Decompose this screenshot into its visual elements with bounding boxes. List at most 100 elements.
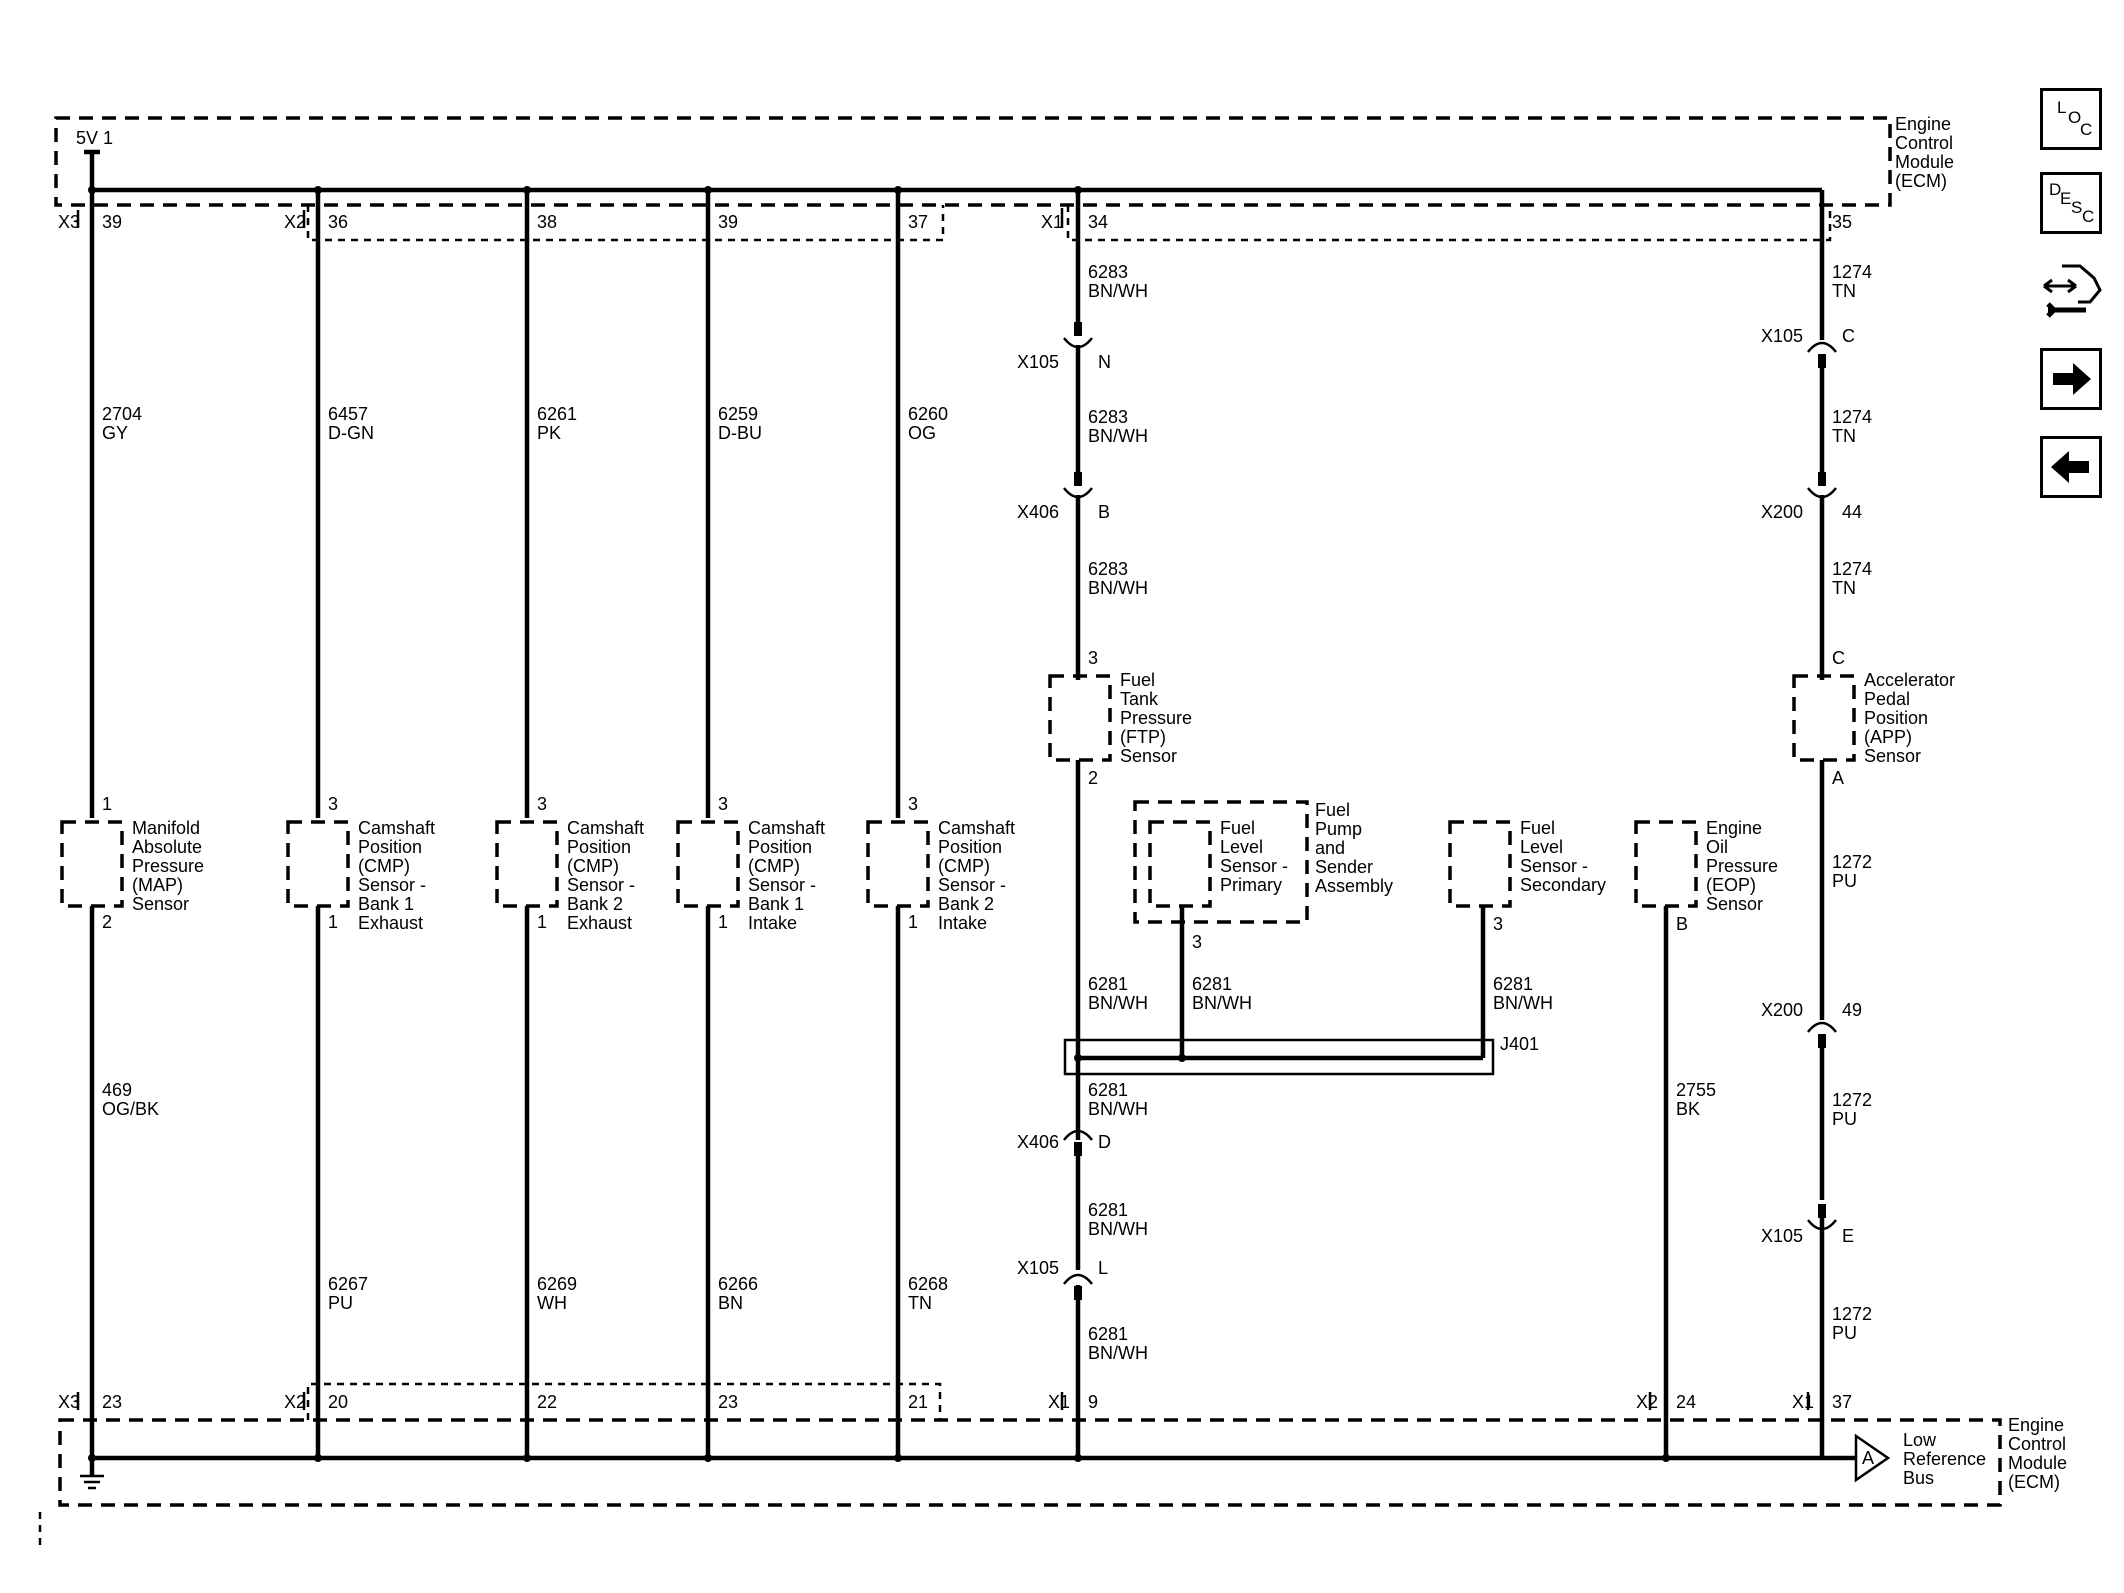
sensor-box	[60, 820, 124, 908]
sensor-top-pin: 3	[718, 794, 728, 814]
svg-text:37: 37	[1832, 1392, 1852, 1412]
top-pin-label: 38	[537, 212, 557, 232]
svg-text:N: N	[1098, 352, 1111, 372]
sensor-name-line: Sensor -	[567, 875, 635, 895]
wire-number-label: 6261	[537, 404, 577, 424]
svg-text:X2: X2	[1636, 1392, 1658, 1412]
svg-text:6281: 6281	[1088, 1200, 1128, 1220]
low-wire-color-label: TN	[908, 1293, 932, 1313]
sensor-name-line: Sensor -	[358, 875, 426, 895]
sensor-name-line: (MAP)	[132, 875, 183, 895]
svg-text:Engine: Engine	[2008, 1415, 2064, 1435]
svg-text:X406: X406	[1017, 502, 1059, 522]
svg-text:6283: 6283	[1088, 262, 1128, 282]
svg-text:A: A	[1832, 768, 1844, 788]
svg-text:3: 3	[1493, 914, 1503, 934]
svg-text:Sender: Sender	[1315, 857, 1373, 877]
5v-source-symbol	[84, 149, 100, 190]
sensor-name-line: Manifold	[132, 818, 200, 838]
svg-text:BN/WH: BN/WH	[1088, 1343, 1148, 1363]
svg-text:Fuel: Fuel	[1315, 800, 1350, 820]
ftp-circuit: X1 34 6283 BN/WH X105 N 6283 BN/WH X406 …	[1017, 186, 1553, 1462]
sensor-name-line: Pressure	[132, 856, 204, 876]
sensor-box	[676, 820, 740, 908]
sensor-bottom-pin: 1	[908, 912, 918, 932]
sensor-name-line: Camshaft	[567, 818, 644, 838]
arrow-left-icon	[2051, 451, 2089, 483]
svg-text:Pressure: Pressure	[1706, 856, 1778, 876]
svg-text:X105: X105	[1761, 1226, 1803, 1246]
bottom-connector-label: X3	[58, 1392, 80, 1412]
loc-icon: L O C	[2057, 98, 2092, 139]
sensor-box	[286, 820, 350, 908]
wire-number-label: 6259	[718, 404, 758, 424]
svg-text:Tank: Tank	[1120, 689, 1159, 709]
inline-connector-icon	[1063, 1273, 1093, 1285]
svg-text:D: D	[1098, 1132, 1111, 1152]
inline-connector-icon	[1063, 1129, 1093, 1141]
next-page-button[interactable]	[2040, 348, 2102, 410]
supply-pin-label: 1	[103, 128, 113, 148]
sensor-bottom-pin: 1	[537, 912, 547, 932]
wire-color-label: D-GN	[328, 423, 374, 443]
wire-color-label: OG	[908, 423, 936, 443]
supply-voltage-label: 5V	[76, 128, 98, 148]
bottom-pin-label: 23	[102, 1392, 122, 1412]
inline-connector-icon	[1063, 337, 1093, 349]
top-connector-label: X3	[58, 212, 80, 232]
svg-text:1274: 1274	[1832, 262, 1872, 282]
svg-text:X105: X105	[1017, 1258, 1059, 1278]
previous-page-button[interactable]	[2040, 436, 2102, 498]
inline-connector-icon	[1807, 487, 1837, 499]
svg-text:Assembly: Assembly	[1315, 876, 1393, 896]
svg-text:Control: Control	[1895, 133, 1953, 153]
svg-text:BN/WH: BN/WH	[1088, 281, 1148, 301]
sensor-top-pin: 3	[908, 794, 918, 814]
sensor-top-pin: 1	[102, 794, 112, 814]
top-pin-label: 39	[102, 212, 122, 232]
svg-text:Sensor: Sensor	[1706, 894, 1763, 914]
sensor-top-pin: 3	[537, 794, 547, 814]
wire-color-label: GY	[102, 423, 128, 443]
bottom-pin-label: 22	[537, 1392, 557, 1412]
sensor-name-line: Exhaust	[567, 913, 632, 933]
svg-text:Control: Control	[2008, 1434, 2066, 1454]
fuel-pump-assembly-box	[1133, 800, 1309, 924]
sensor-name-line: Sensor -	[748, 875, 816, 895]
svg-text:Sensor -: Sensor -	[1520, 856, 1588, 876]
low-wire-color-label: BN	[718, 1293, 743, 1313]
svg-text:(EOP): (EOP)	[1706, 875, 1756, 895]
svg-text:9: 9	[1088, 1392, 1098, 1412]
sensor-name-line: Bank 2	[567, 894, 623, 914]
svg-text:X406: X406	[1017, 1132, 1059, 1152]
wire-color-label: D-BU	[718, 423, 762, 443]
location-view-button[interactable]: L O C	[2040, 88, 2102, 150]
svg-text:(FTP): (FTP)	[1120, 727, 1166, 747]
ground-icon	[80, 1458, 104, 1490]
top-pin-label: 36	[328, 212, 348, 232]
svg-text:PU: PU	[1832, 1323, 1857, 1343]
reference-bus-label-2: Reference	[1903, 1449, 1986, 1469]
connector-end-view-icon[interactable]	[2040, 258, 2106, 324]
wire-number-label: 2704	[102, 404, 142, 424]
eop-circuit: Engine Oil Pressure (EOP) Sensor B 2755 …	[1634, 818, 1778, 1462]
svg-text:Module: Module	[2008, 1453, 2067, 1473]
reference-bus-letter: A	[1862, 1448, 1874, 1468]
svg-text:Primary: Primary	[1220, 875, 1282, 895]
inline-connector-icon	[1807, 1021, 1837, 1033]
svg-text:(APP): (APP)	[1864, 727, 1912, 747]
svg-text:X1: X1	[1792, 1392, 1814, 1412]
svg-text:Engine: Engine	[1895, 114, 1951, 134]
svg-text:Position: Position	[1864, 708, 1928, 728]
inline-connector-icon	[1807, 1219, 1837, 1231]
reference-bus-label-1: Low	[1903, 1430, 1937, 1450]
description-view-button[interactable]: D E S C	[2040, 172, 2102, 234]
ecm-bottom-housing	[38, 1382, 2002, 1545]
low-wire-number-label: 469	[102, 1080, 132, 1100]
svg-text:Fuel: Fuel	[1520, 818, 1555, 838]
sensor-bottom-pin: 1	[718, 912, 728, 932]
